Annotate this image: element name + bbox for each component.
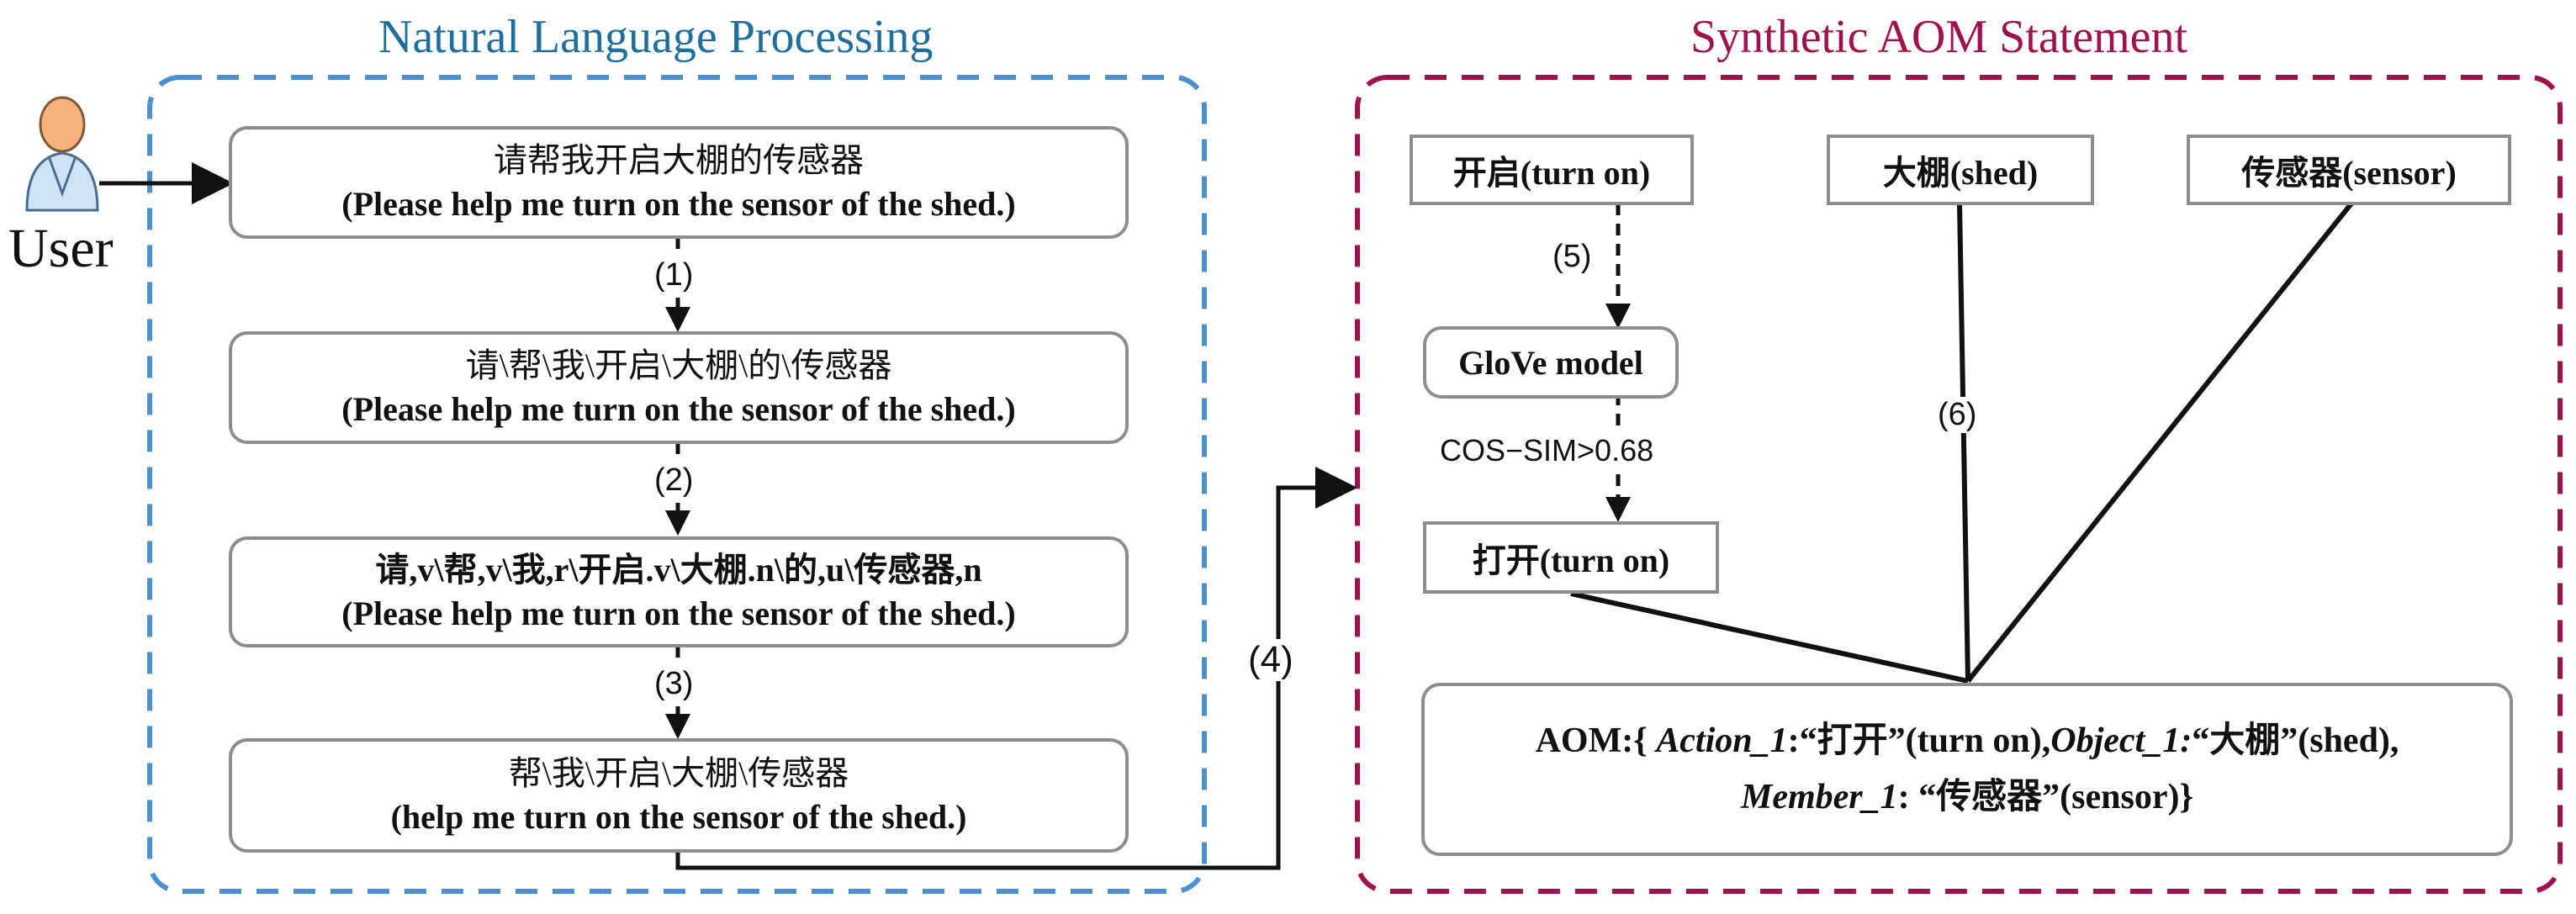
aom-statement-box: AOM:{ Action_1:“打开”(turn on),Object_1:“大… bbox=[1421, 683, 2513, 856]
cos-sim-label: COS−SIM>0.68 bbox=[1436, 433, 1658, 468]
step-text-cn: 帮\我\开启\大棚\传感器 bbox=[508, 754, 849, 792]
user-icon bbox=[25, 96, 99, 212]
step-label-5: (5) bbox=[1549, 239, 1595, 275]
user-label: User bbox=[8, 218, 114, 279]
member-box: 传感器(sensor) bbox=[2187, 135, 2511, 205]
nlp-step-box-2: 请\帮\我\开启\大棚\的\传感器 (Please help me turn o… bbox=[229, 331, 1129, 444]
aom-action-value: :“打开”(turn on), bbox=[1787, 721, 2051, 760]
step-text-cn: 请,v\帮,v\我,r\开启.v\大棚.n\的,u\传感器,n bbox=[375, 551, 982, 589]
link-result bbox=[1570, 591, 1969, 684]
result-label: 打开(turn on) bbox=[1472, 542, 1670, 579]
nlp-title: Natural Language Processing bbox=[378, 11, 934, 63]
step-label-4: (4) bbox=[1245, 639, 1297, 681]
step-label-2: (2) bbox=[651, 462, 697, 499]
aom-object-value: “大棚”(shed), bbox=[2192, 721, 2399, 760]
aom-member-value: : “传感器”(sensor)} bbox=[1897, 778, 2193, 816]
result-box: 打开(turn on) bbox=[1423, 521, 1719, 594]
aom-panel bbox=[1355, 75, 2563, 894]
nlp-step-box-3: 请,v\帮,v\我,r\开启.v\大棚.n\的,u\传感器,n (Please … bbox=[229, 536, 1129, 647]
step-label-1: (1) bbox=[651, 257, 697, 293]
nlp-panel bbox=[147, 75, 1207, 894]
aom-action-key: Action_1 bbox=[1656, 721, 1788, 760]
step-text-en: (help me turn on the sensor of the shed.… bbox=[390, 798, 967, 836]
aom-statement-line-1: AOM:{ Action_1:“打开”(turn on),Object_1:“大… bbox=[1536, 713, 2399, 769]
link-object bbox=[1957, 203, 1970, 682]
step-text-en: (Please help me turn on the sensor of th… bbox=[341, 594, 1016, 632]
nlp-step-box-4: 帮\我\开启\大棚\传感器 (help me turn on the senso… bbox=[229, 738, 1129, 853]
step-label-3: (3) bbox=[651, 666, 697, 702]
step-label-6: (6) bbox=[1934, 397, 1981, 433]
step-text-en: (Please help me turn on the sensor of th… bbox=[341, 185, 1016, 223]
step-text-en: (Please help me turn on the sensor of th… bbox=[341, 390, 1016, 428]
link-member bbox=[1965, 202, 2354, 683]
action-box: 开启(turn on) bbox=[1410, 135, 1694, 205]
object-label: 大棚(shed) bbox=[1882, 154, 2039, 192]
object-box: 大棚(shed) bbox=[1827, 135, 2094, 205]
link-arrow bbox=[675, 467, 1357, 870]
aom-title: Synthetic AOM Statement bbox=[1690, 11, 2188, 63]
aom-prefix: AOM:{ bbox=[1535, 721, 1657, 760]
member-label: 传感器(sensor) bbox=[2241, 154, 2457, 192]
glove-label: GloVe model bbox=[1458, 343, 1643, 382]
glove-box: GloVe model bbox=[1423, 326, 1679, 399]
action-label: 开启(turn on) bbox=[1452, 154, 1651, 192]
step-text-cn: 请\帮\我\开启\大棚\的\传感器 bbox=[465, 346, 892, 384]
aom-statement-line-2: Member_1: “传感器”(sensor)} bbox=[1741, 769, 2193, 826]
aom-object-key: Object_1: bbox=[2050, 721, 2193, 760]
aom-member-key: Member_1 bbox=[1741, 778, 1898, 816]
nlp-step-box-1: 请帮我开启大棚的传感器 (Please help me turn on the … bbox=[229, 126, 1129, 239]
step-text-cn: 请帮我开启大棚的传感器 bbox=[494, 141, 864, 179]
